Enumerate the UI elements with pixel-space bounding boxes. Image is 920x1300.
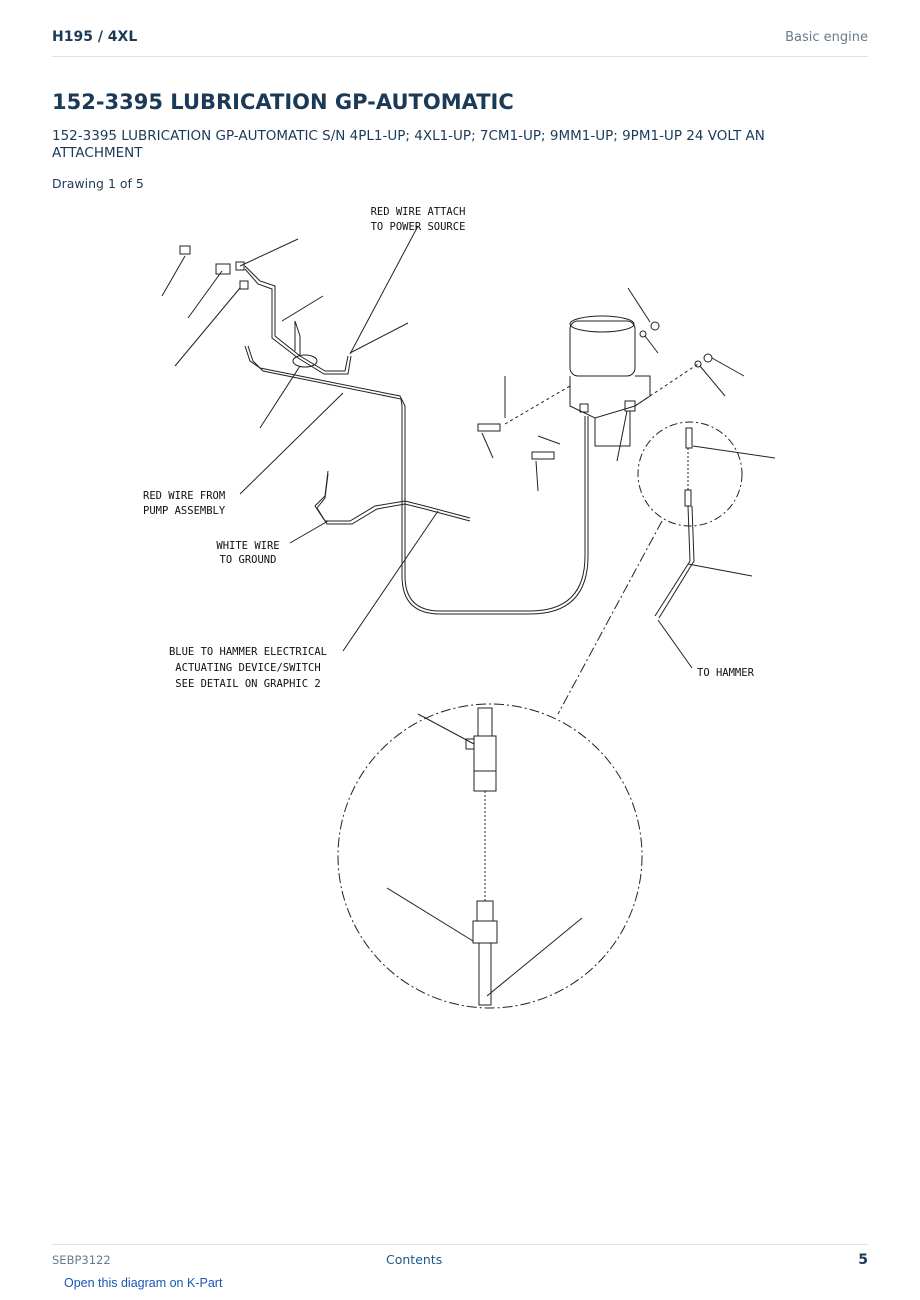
callout-red-wire-from-2: PUMP ASSEMBLY (143, 505, 226, 517)
callout-white-wire-1: WHITE WIRE (216, 540, 279, 552)
page-number: 5 (858, 1252, 868, 1268)
lubrication-diagram: RED WIRE ATTACH TO POWER SOURCE RED WIRE… (143, 206, 776, 1009)
page-header: H195 / 4XL Basic engine (52, 28, 868, 57)
document-id: SEBP3122 (52, 1253, 111, 1267)
callout-blue-to-hammer-2: ACTUATING DEVICE/SWITCH (175, 662, 320, 674)
contents-link[interactable]: Contents (386, 1252, 443, 1267)
callout-red-wire-attach-2: TO POWER SOURCE (371, 221, 466, 233)
drawing-number: Drawing 1 of 5 (52, 176, 144, 191)
callout-red-wire-from-1: RED WIRE FROM (143, 490, 225, 502)
page-subtitle: 152-3395 LUBRICATION GP-AUTOMATIC S/N 4P… (52, 128, 765, 161)
callout-blue-to-hammer-1: BLUE TO HAMMER ELECTRICAL (169, 646, 327, 658)
page-title: 152-3395 LUBRICATION GP-AUTOMATIC (52, 90, 514, 114)
callout-blue-to-hammer-3: SEE DETAIL ON GRAPHIC 2 (175, 678, 320, 690)
callout-red-wire-attach-1: RED WIRE ATTACH (371, 206, 466, 218)
callout-to-hammer: TO HAMMER (697, 667, 755, 679)
model-label: H195 / 4XL (52, 29, 138, 45)
open-diagram-link[interactable]: Open this diagram on K-Part (64, 1276, 223, 1290)
footer-divider (52, 1244, 868, 1245)
callout-white-wire-2: TO GROUND (220, 554, 277, 566)
section-label: Basic engine (785, 30, 868, 45)
